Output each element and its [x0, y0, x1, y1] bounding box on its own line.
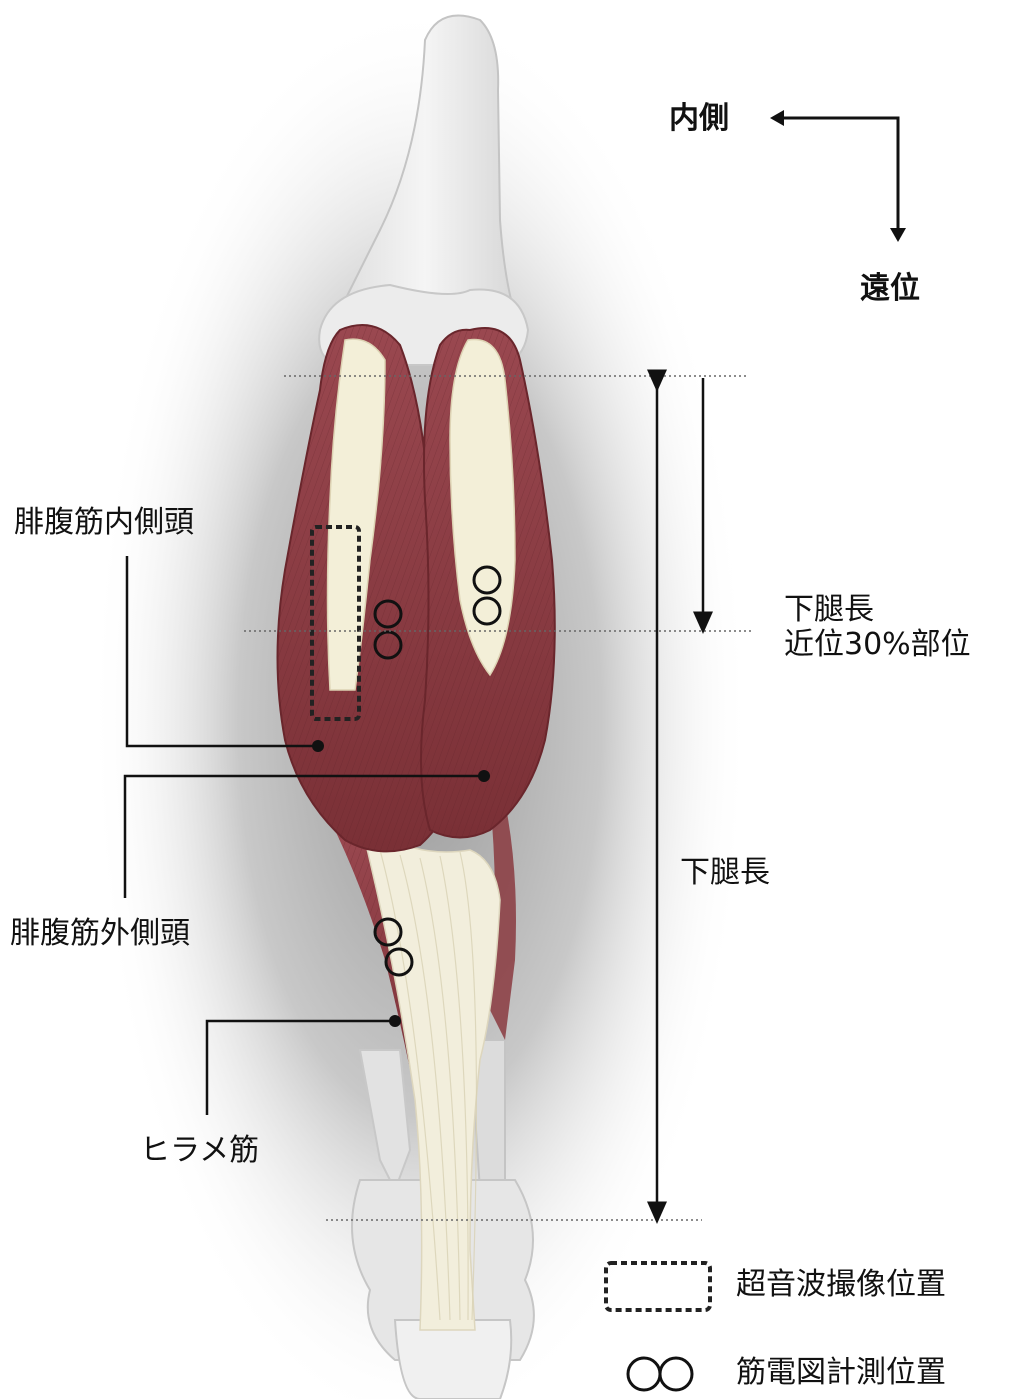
- distal-direction-label: 遠位: [860, 271, 920, 306]
- lower-leg-length-label: 下腿長: [680, 855, 770, 890]
- legend-ultrasound-label: 超音波撮像位置: [736, 1267, 946, 1302]
- proximal-30-label-line2: 近位30%部位: [784, 627, 971, 662]
- legend-emg-label: 筋電図計測位置: [736, 1355, 946, 1390]
- distal-arrowhead-icon: [890, 228, 906, 242]
- medial-direction-label: 内側: [669, 101, 729, 136]
- orientation-compass: [770, 110, 906, 242]
- gastrocnemius-medial-label: 腓腹筋内側頭: [14, 505, 194, 540]
- legend-emg-symbol: [628, 1358, 692, 1390]
- proximal-30-label-line1: 下腿長: [784, 592, 971, 627]
- soleus-label: ヒラメ筋: [140, 1133, 259, 1168]
- proximal-30-label: 下腿長 近位30%部位: [784, 592, 971, 663]
- gastrocnemius-lateral-label: 腓腹筋外側頭: [10, 916, 190, 951]
- medial-arrowhead-icon: [770, 110, 784, 126]
